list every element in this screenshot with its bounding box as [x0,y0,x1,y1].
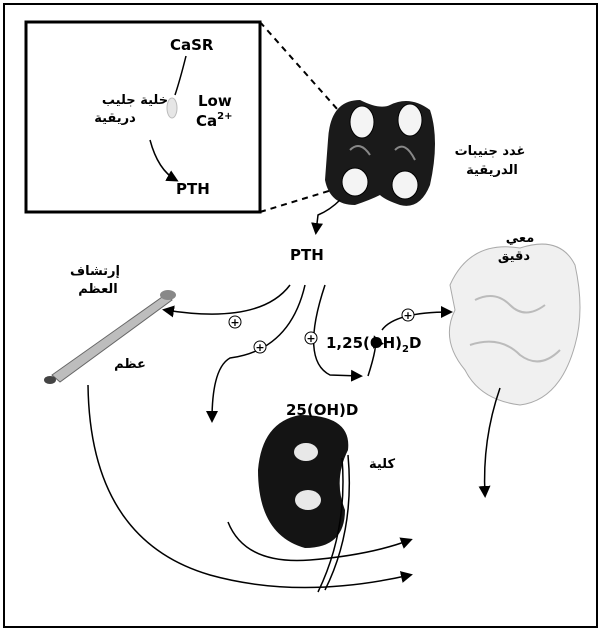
low-label: Low [198,92,232,110]
svg-text:+: + [230,316,239,329]
pth-label: PTH [290,246,324,264]
parathyroid-gland-illustration [325,100,435,206]
pth-to-calcitriol-arrow [314,285,360,376]
zoom-line-top [260,22,338,110]
bone-illustration [44,290,176,384]
gland-label: غدد جنيبات [455,144,526,159]
calcitriol-to-intestine-arrow [382,312,450,330]
inset-pth-label: PTH [176,180,210,198]
positive-marker-intestine: + [402,309,414,322]
intestine-downward-arrow [485,388,500,495]
bone-resorption-label: إرتشاف [70,264,120,279]
cell-membrane-receptor [167,98,177,118]
svg-text:+: + [255,341,264,354]
bone-resorption-label-line2: العظم [78,282,118,297]
small-intestine-illustration [449,244,580,405]
zoom-line-bottom [260,190,332,212]
gland-label-line2: الدريقية [466,163,518,178]
small-intestine-label: معي [506,231,535,246]
parathyroid-cell-label-line2: دريقية [94,111,136,126]
kidney-illustration [258,415,348,548]
parathyroid-cell-label: خلية جليب [102,93,168,108]
calcidiol-label: 25(OH)D [286,401,358,419]
kidney-label: كلية [369,457,395,472]
pth-to-bone-arrow [165,285,290,314]
svg-text:+: + [403,309,412,322]
gland-to-pth-arrow [316,200,340,232]
svg-text:+: + [306,332,315,345]
bone-to-blood-arrow [88,385,410,588]
positive-marker-calcitriol: + [305,332,317,345]
calcitriol-label: 1,25(OH)2D [326,334,421,355]
casr-label: CaSR [170,36,214,54]
small-intestine-label-line2: دقيق [498,249,531,264]
positive-marker-kidney: + [254,341,266,354]
bone-label: عظم [114,357,146,372]
positive-marker-bone: + [229,316,241,329]
